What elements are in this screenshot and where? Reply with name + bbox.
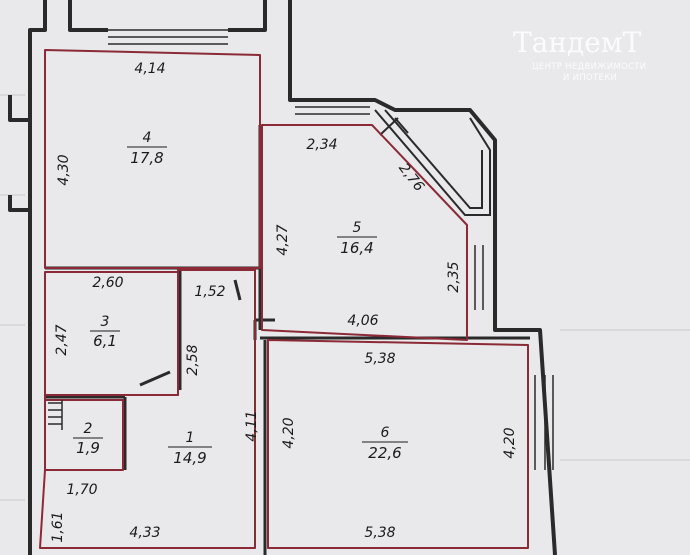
room-4-area: 17,8 bbox=[130, 149, 163, 167]
window-marks bbox=[108, 29, 554, 470]
dim-room3-height: 2,47 bbox=[54, 324, 70, 355]
logo-subtitle-2: И ИПОТЕКИ bbox=[563, 73, 617, 83]
outline-room-5 bbox=[261, 124, 468, 341]
dim-room5-bottom: 4,06 bbox=[347, 313, 378, 329]
room-labels: 4 17,8 5 16,4 3 6,1 2 1,9 1 14,9 6 22,6 bbox=[73, 130, 408, 467]
dim-room1-lower: 1,70 bbox=[66, 482, 97, 498]
outline-room-1 bbox=[39, 269, 256, 549]
dim-room1-left: 1,61 bbox=[50, 511, 66, 542]
dim-room5-right: 2,35 bbox=[446, 261, 462, 292]
dim-room5-left: 4,27 bbox=[275, 224, 291, 255]
dim-room5-top: 2,34 bbox=[306, 137, 337, 153]
room-2-area: 1,9 bbox=[76, 439, 100, 457]
logo-subtitle-1: ЦЕНТР НЕДВИЖИМОСТИ bbox=[532, 62, 646, 72]
room-6-area: 22,6 bbox=[368, 444, 401, 462]
room-1-number: 1 bbox=[186, 430, 195, 446]
room-5-number: 5 bbox=[353, 220, 362, 236]
background-grid bbox=[0, 94, 690, 501]
dim-room6-right: 4,20 bbox=[502, 427, 518, 458]
room-5-area: 16,4 bbox=[340, 239, 373, 257]
balcony-bay bbox=[374, 109, 491, 216]
dim-room6-bottom: 5,38 bbox=[364, 525, 395, 541]
company-logo: ТандемТ ЦЕНТР НЕДВИЖИМОСТИ И ИПОТЕКИ bbox=[513, 26, 646, 83]
stair-hatch bbox=[48, 400, 63, 430]
dim-room1-bottom: 4,33 bbox=[129, 525, 160, 541]
dim-room1-right: 4,11 bbox=[244, 410, 260, 441]
room-outlines bbox=[39, 49, 529, 549]
room-3-area: 6,1 bbox=[93, 332, 117, 350]
dim-room4-width: 4,14 bbox=[134, 61, 165, 77]
logo-name: ТандемТ bbox=[513, 26, 642, 59]
room-2-number: 2 bbox=[84, 421, 93, 437]
outline-room-6 bbox=[267, 339, 529, 549]
dim-room1-upper-left: 2,58 bbox=[185, 344, 201, 375]
room-6-number: 6 bbox=[381, 425, 390, 441]
outline-room-4 bbox=[44, 49, 261, 269]
dim-room6-left: 4,20 bbox=[281, 417, 297, 448]
room-4-number: 4 bbox=[143, 130, 152, 146]
room-3-number: 3 bbox=[101, 314, 110, 330]
room-1-area: 14,9 bbox=[173, 449, 206, 467]
dim-room6-top: 5,38 bbox=[364, 351, 395, 367]
dim-room1-top: 1,52 bbox=[194, 284, 225, 300]
dim-room4-height: 4,30 bbox=[56, 154, 72, 185]
dim-room3-width: 2,60 bbox=[92, 275, 123, 291]
